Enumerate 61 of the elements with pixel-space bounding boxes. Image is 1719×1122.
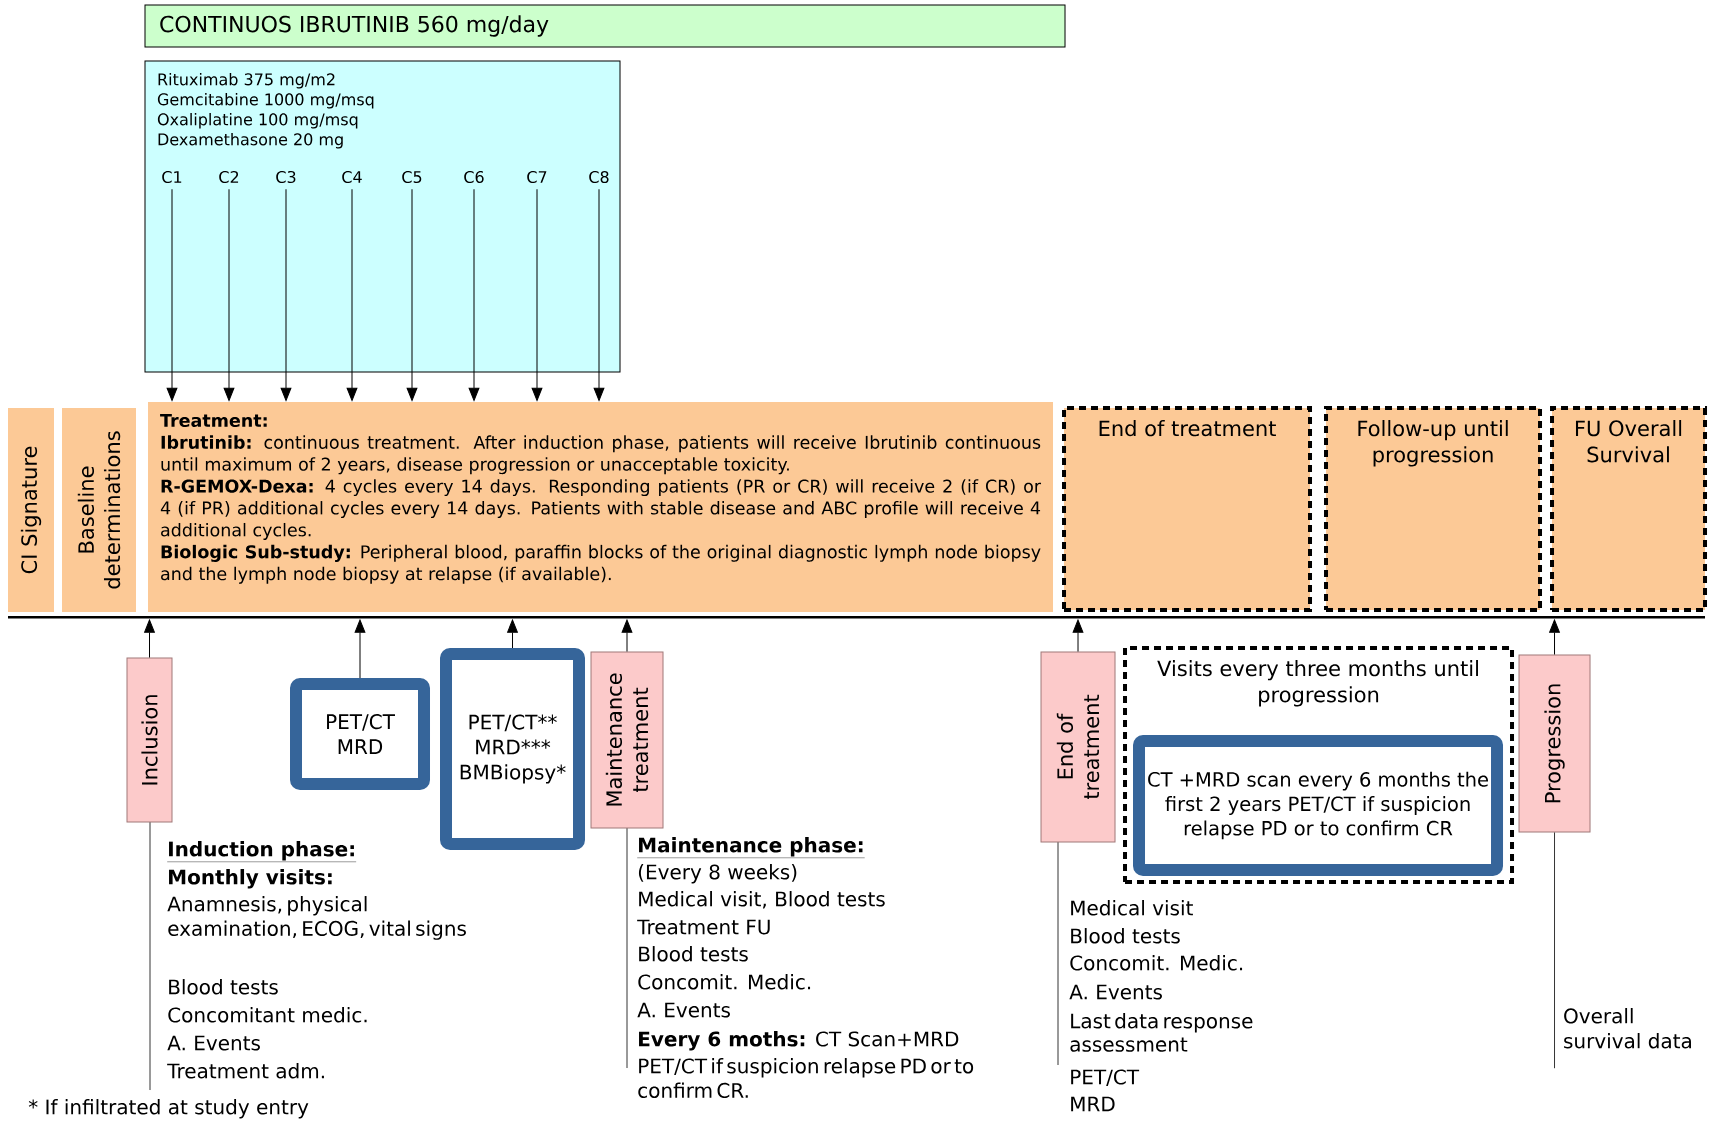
footnote: * If infiltrated at study entry [28, 1099, 309, 1119]
note-text: Concomit. Medic. [638, 974, 811, 990]
phase-box: Treatment: Ibrutinib: continuous treatment. After induction phase, patients will receive Ibrutinib continuous until maximum of 2 years, disease progression or unacceptable toxicity. R-GEMOX-Dexa: 4 cycles every 14 days. Responding patients (PR or CR) will receive 2 (if CR) or 4 (if PR) additional cycles every 14 days. Patients with stable disease and ABC profile will receive 4 additional cycles. Biologic Sub-study: Peripheral blood, paraffin blocks of the original diagnostic lymph node biopsy and the lymph node biopsy at relapse (if available). [148, 402, 1053, 612]
milestone-box: Progression [1518, 654, 1591, 833]
arrow [593, 188, 605, 401]
note-text: Monthly visits: [169, 869, 332, 889]
arrow [280, 188, 292, 401]
note-text: Medical visit [1071, 900, 1193, 916]
cycle-label: C1 [162, 170, 182, 184]
arrow [346, 188, 358, 401]
note-text: A. Events [1069, 984, 1162, 1000]
note-text: MRD [1071, 1096, 1115, 1112]
note-text: Treatment FU [637, 919, 770, 935]
milestone-box: Inclusion [126, 657, 173, 823]
arrow [144, 619, 155, 658]
assessment-box: PET/CT** MRD*** BMBiopsy* [440, 648, 585, 850]
note-text: Blood tests [1071, 928, 1180, 944]
note-text: Anamnesis, physical examination, ECOG, vital signs [167, 896, 466, 940]
note-text: A. Events [637, 1002, 730, 1018]
assessment-box: CT +MRD scan every 6 months the first 2 years PET/CT if suspicion relapse PD or to confirm CR [1133, 735, 1503, 876]
phase-box: Baseline determinations [62, 408, 136, 612]
note-text: Concomit. Medic. [1070, 955, 1243, 971]
arrow [1549, 619, 1560, 655]
note-text: Blood tests [639, 946, 748, 962]
cycle-label: C6 [464, 170, 484, 184]
note-text: A. Events [167, 1035, 260, 1051]
arrow [621, 619, 633, 652]
phase-box: Follow-up until progression [1324, 406, 1542, 612]
note-text: Every 6 moths: CT Scan+MRD [639, 1031, 959, 1051]
phase-heading: Maintenance phase: [637, 837, 865, 858]
title-bar: CONTINUOS IBRUTINIB 560 mg/day [144, 4, 1066, 48]
note-text: PET/CT if suspicion relapse PD or to confirm CR. [638, 1058, 974, 1098]
arrow [223, 188, 235, 401]
note-text: PET/CT [1071, 1069, 1140, 1087]
note-text: Treatment adm. [167, 1063, 324, 1079]
milestone-box: Maintenance treatment [590, 651, 664, 829]
cycle-label: C2 [219, 170, 239, 184]
note-text: Last data response assessment [1070, 1013, 1253, 1052]
cycle-label: C8 [589, 170, 609, 184]
phase-box: FU Overall Survival [1550, 406, 1707, 612]
note-text: Overall survival data [1564, 1008, 1691, 1049]
arrow [406, 188, 418, 401]
phase-box: CI Signature [8, 408, 54, 612]
cycle-label: C3 [276, 170, 296, 184]
cycle-label: C7 [527, 170, 547, 184]
arrow [468, 188, 480, 401]
note-text: Concomitant medic. [168, 1007, 367, 1023]
arrow [507, 619, 518, 649]
assessment-box: PET/CT MRD [290, 678, 430, 790]
phase-heading: Induction phase: [167, 841, 357, 862]
note-text: Medical visit, Blood tests [639, 891, 885, 909]
phase-box: End of treatment [1062, 406, 1312, 612]
note-text: (Every 8 weeks) [638, 864, 797, 884]
milestone-box: End of treatment [1040, 651, 1116, 843]
arrow [166, 188, 178, 401]
note-text: Blood tests [169, 979, 278, 995]
cycle-label: C5 [402, 170, 422, 184]
cycle-label: C4 [342, 170, 362, 184]
arrow [531, 188, 543, 401]
arrow [1072, 619, 1084, 652]
arrow [354, 619, 366, 679]
